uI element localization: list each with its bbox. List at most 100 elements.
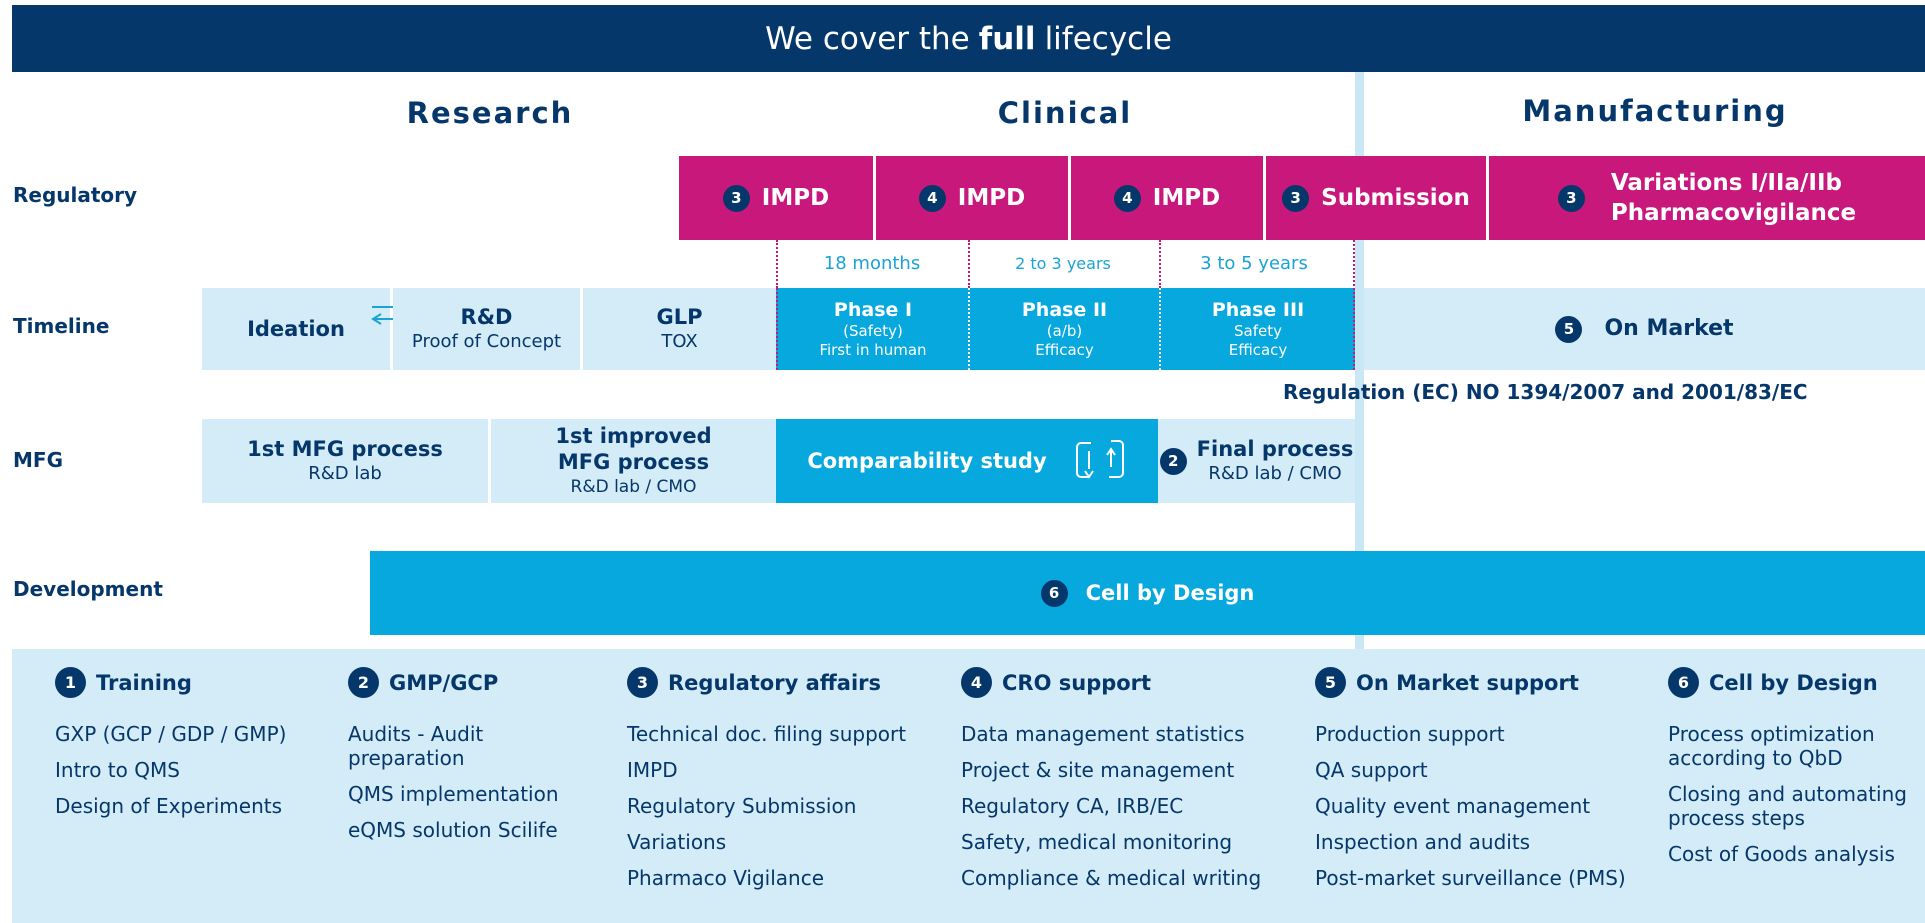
manufacturing-divider: [1355, 72, 1364, 649]
ideation-label: Ideation: [247, 317, 345, 341]
mfg-improved-title2: MFG process: [557, 450, 710, 474]
mfg-comparability-study: Comparability study: [776, 419, 1158, 503]
mfg-first-process: 1st MFG process R&D lab: [202, 419, 488, 503]
row-label-mfg: MFG: [13, 448, 63, 472]
service-item: Data management statistics: [961, 722, 1245, 746]
service-items: Process optimization according to QbD Cl…: [1668, 722, 1918, 866]
regulatory-label: IMPD: [957, 185, 1026, 211]
service-title: Training: [96, 670, 192, 695]
phase-1-sub1: (Safety): [843, 322, 903, 340]
section-research: Research: [406, 96, 574, 130]
regulatory-impd-3: 4 IMPD: [1071, 156, 1263, 240]
service-column-on-market: 5 On Market support Production support Q…: [1315, 667, 1655, 902]
number-badge: 5: [1555, 315, 1583, 343]
guide-line: [968, 240, 970, 288]
service-item: QMS implementation: [348, 782, 559, 806]
mfg-improved-sub: R&D lab / CMO: [570, 477, 697, 497]
timeline-ideation: Ideation: [202, 288, 390, 370]
timeline-phase-3: Phase III Safety Efficacy: [1159, 288, 1355, 370]
service-item: QA support: [1315, 758, 1428, 782]
service-items: Data management statistics Project & sit…: [961, 722, 1301, 890]
timeline-phase-2: Phase II (a/b) Efficacy: [968, 288, 1159, 370]
service-heading: 5 On Market support: [1315, 667, 1655, 698]
rd-sub: Proof of Concept: [411, 331, 562, 352]
service-item: Regulatory Submission: [627, 794, 857, 818]
guide-line: [1159, 240, 1161, 288]
row-label-development: Development: [13, 577, 163, 601]
service-items: Technical doc. filing support IMPD Regul…: [627, 722, 947, 890]
number-badge: 4: [918, 184, 946, 212]
on-market-label: On Market: [1604, 316, 1734, 341]
service-item: GXP (GCP / GDP / GMP): [55, 722, 287, 746]
number-badge: 1: [55, 667, 86, 698]
service-item: Closing and automating process steps: [1668, 782, 1907, 830]
service-item: IMPD: [627, 758, 678, 782]
regulatory-label: IMPD: [1152, 185, 1221, 211]
service-item: Process optimization according to QbD: [1668, 722, 1875, 770]
service-item: Audits - Audit preparation: [348, 722, 484, 770]
banner-prefix: We cover the: [765, 20, 970, 57]
service-item: Compliance & medical writing: [961, 866, 1262, 890]
number-badge: 3: [627, 667, 658, 698]
number-badge: 6: [1040, 579, 1068, 607]
variations-label: Variations I/IIa/IIb: [1610, 170, 1842, 196]
section-clinical: Clinical: [997, 96, 1133, 130]
pharmacovigilance-label: Pharmacovigilance: [1610, 200, 1857, 226]
development-cell-by-design: 6 Cell by Design: [370, 551, 1925, 635]
phase-1-title: Phase I: [833, 299, 913, 321]
mfg-final-process: 2 Final process R&D lab / CMO: [1158, 419, 1355, 503]
service-item: eQMS solution Scilife: [348, 818, 558, 842]
mfg-first-sub: R&D lab: [308, 463, 382, 484]
number-badge: 4: [1113, 184, 1141, 212]
number-badge: 3: [1557, 184, 1585, 212]
phase-3-sub2: Efficacy: [1228, 341, 1288, 359]
number-badge: 3: [1282, 184, 1310, 212]
service-heading: 2 GMP/GCP: [348, 667, 588, 698]
regulatory-impd-2: 4 IMPD: [876, 156, 1068, 240]
service-item: Intro to QMS: [55, 758, 180, 782]
mfg-final-title: Final process: [1196, 437, 1354, 461]
development-label: Cell by Design: [1085, 581, 1255, 605]
comparability-label: Comparability study: [807, 449, 1047, 473]
regulatory-variations: 3 Variations I/IIa/IIb Pharmacovigilance: [1489, 156, 1925, 240]
number-badge: 3: [722, 184, 750, 212]
number-badge: 4: [961, 667, 992, 698]
service-column-cro: 4 CRO support Data management statistics…: [961, 667, 1301, 902]
service-item: Inspection and audits: [1315, 830, 1531, 854]
service-item: Quality event management: [1315, 794, 1591, 818]
regulation-text: Regulation (EC) NO 1394/2007 and 2001/83…: [1283, 380, 1808, 404]
guide-line: [776, 240, 778, 288]
number-badge: 2: [1159, 447, 1187, 475]
section-manufacturing: Manufacturing: [1522, 94, 1788, 128]
number-badge: 2: [348, 667, 379, 698]
service-title: Regulatory affairs: [668, 670, 881, 695]
service-heading: 1 Training: [55, 667, 325, 698]
service-title: CRO support: [1002, 670, 1152, 695]
timeline-glp: GLP TOX: [583, 288, 776, 370]
service-heading: 6 Cell by Design: [1668, 667, 1918, 698]
duration-phase-1: 18 months: [823, 253, 921, 274]
glp-title: GLP: [656, 305, 703, 329]
phase-3-title: Phase III: [1211, 299, 1305, 321]
service-column-gmp-gcp: 2 GMP/GCP Audits - Audit preparation QMS…: [348, 667, 588, 854]
timeline-on-market: 5 On Market: [1364, 288, 1925, 370]
timeline-rd: R&D Proof of Concept: [393, 288, 580, 370]
service-title: On Market support: [1356, 670, 1579, 695]
service-item: Project & site management: [961, 758, 1235, 782]
service-heading: 3 Regulatory affairs: [627, 667, 947, 698]
row-label-timeline: Timeline: [13, 314, 110, 338]
phase-2-title: Phase II: [1021, 299, 1108, 321]
mfg-final-sub: R&D lab / CMO: [1208, 463, 1342, 484]
phase-1-sub2: First in human: [819, 341, 927, 359]
service-item: Post-market surveillance (PMS): [1315, 866, 1626, 890]
glp-sub: TOX: [661, 331, 698, 352]
phase-2-sub2: Efficacy: [1035, 341, 1094, 359]
service-items: Production support QA support Quality ev…: [1315, 722, 1655, 890]
service-item: Pharmaco Vigilance: [627, 866, 825, 890]
regulatory-submission: 3 Submission: [1266, 156, 1486, 240]
service-item: Cost of Goods analysis: [1668, 842, 1895, 866]
service-item: Variations: [627, 830, 727, 854]
regulatory-label: Submission: [1321, 185, 1470, 211]
phase-2-sub1: (a/b): [1046, 322, 1083, 340]
service-items: GXP (GCP / GDP / GMP) Intro to QMS Desig…: [55, 722, 325, 818]
